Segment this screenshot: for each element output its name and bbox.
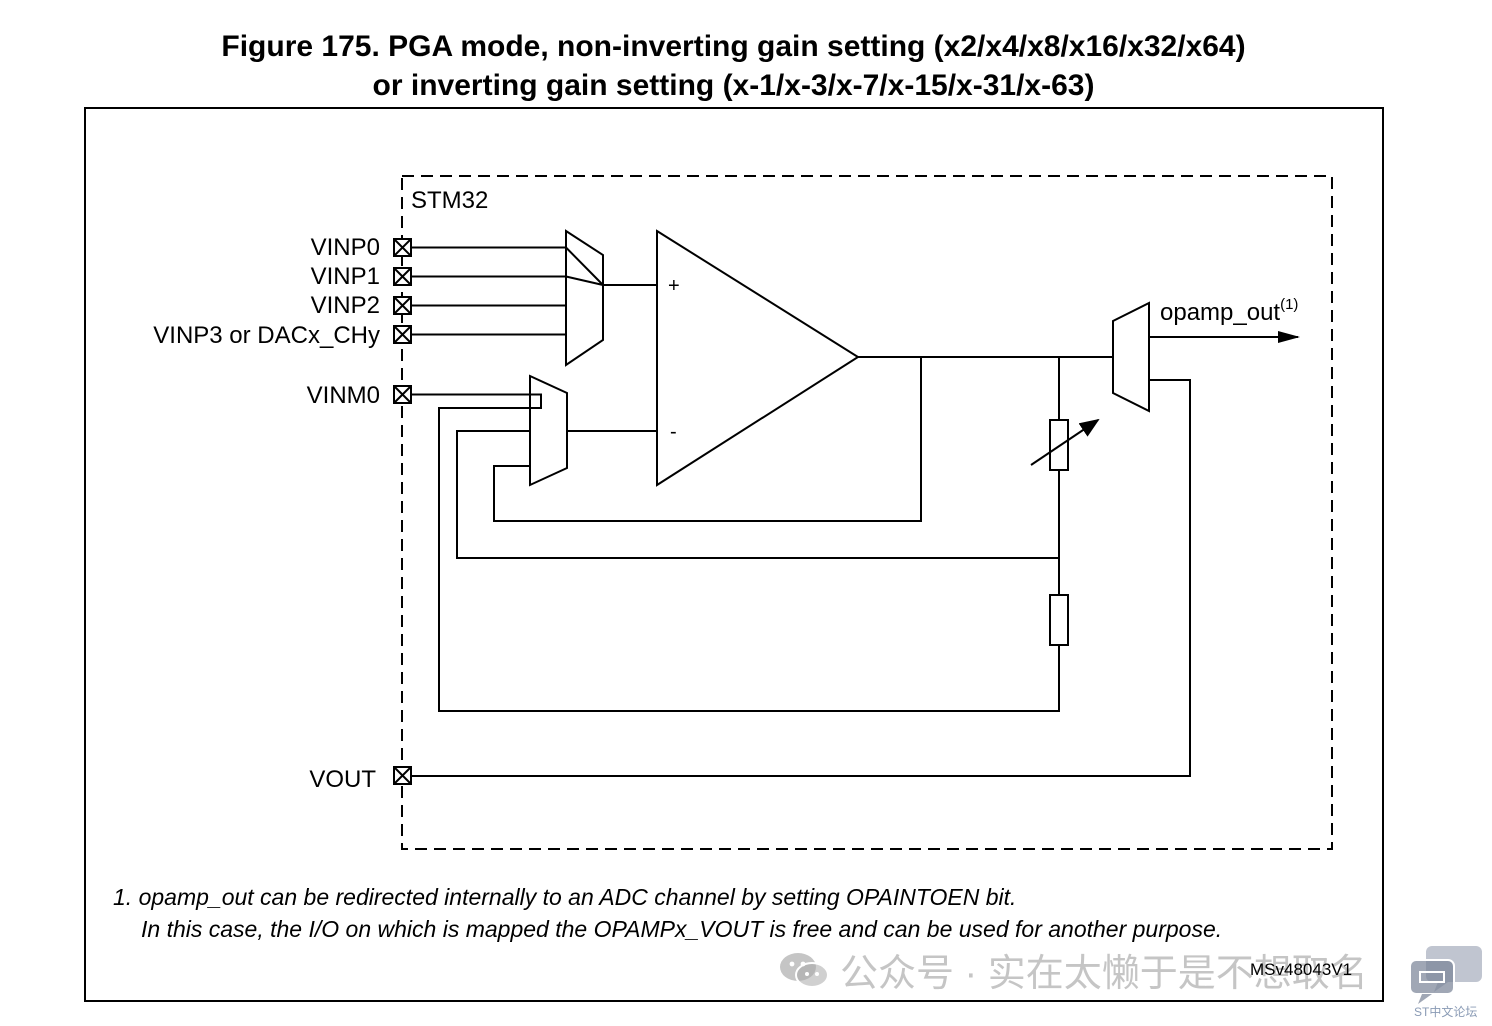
pin-vinp3-icon	[393, 325, 412, 344]
pin-label-vinp1: VINP1	[311, 263, 380, 290]
stm32-label: STM32	[411, 187, 488, 214]
watermark: 公众号 · 实在太懒于是不想取名	[778, 942, 1368, 997]
pin-vinp1-icon	[393, 267, 412, 286]
fixed-resistor	[1049, 594, 1069, 646]
reference-code: MSv48043V1	[1250, 960, 1353, 979]
footnote-line1: 1. opamp_out can be redirected internall…	[113, 884, 1017, 910]
positive-input-mux	[565, 229, 604, 367]
negative-input-mux	[529, 374, 568, 487]
opamp-minus-label: -	[670, 421, 677, 443]
footnote-line2: In this case, the I/O on which is mapped…	[141, 916, 1223, 942]
output-mux	[1112, 301, 1150, 413]
variable-resistor-arrow-icon	[1030, 418, 1100, 466]
forum-label: ST中文论坛	[1414, 1005, 1478, 1019]
opamp-out-text: opamp_out	[1160, 299, 1280, 326]
pin-label-vinp2: VINP2	[311, 292, 380, 319]
opamp-plus-label: +	[668, 275, 680, 297]
figure-frame	[84, 107, 1384, 1002]
opamp-out-footnote: (1)	[1280, 296, 1298, 313]
pin-label-vinp3: VINP3 or DACx_CHy	[153, 322, 380, 349]
wire-tap-feedback	[456, 430, 1059, 559]
wire-bottom-loop	[438, 407, 1060, 712]
wire-vinm0	[411, 393, 542, 409]
watermark-text: 公众号 · 实在太懒于是不想取名	[840, 953, 1368, 995]
pin-vinp2-icon	[393, 296, 412, 315]
pos-mux-switch-lines	[565, 246, 604, 286]
wire-follower-feedback	[493, 357, 922, 522]
opamp-triangle	[656, 229, 860, 487]
forum-badge-icon	[1409, 946, 1482, 1004]
pin-vout-icon	[393, 766, 412, 785]
pin-label-vout: VOUT	[309, 766, 376, 793]
wire-vout	[411, 379, 1191, 777]
pin-label-vinm0: VINM0	[307, 382, 380, 409]
wechat-icon	[780, 952, 829, 988]
figure-title-line1: Figure 175. PGA mode, non-inverting gain…	[221, 30, 1246, 63]
stm32-boundary	[401, 175, 1333, 850]
pin-vinm0-icon	[393, 385, 412, 404]
pin-vinp0-icon	[393, 238, 412, 257]
neg-mux-internal-line	[530, 393, 542, 409]
wires	[411, 246, 1191, 777]
pin-label-vinp0: VINP0	[311, 234, 380, 261]
figure-title-line2: or inverting gain setting (x-1/x-3/x-7/x…	[372, 69, 1095, 102]
opamp-out-label: opamp_out(1)	[1160, 296, 1298, 326]
